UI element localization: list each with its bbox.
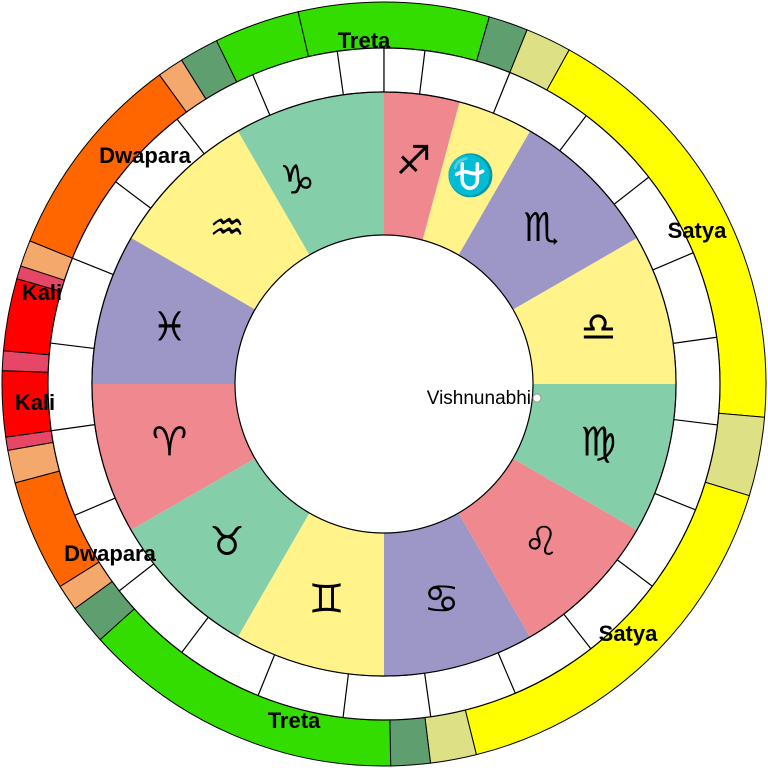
tick-divider <box>176 118 205 155</box>
tick-divider <box>74 497 116 516</box>
zodiac-segment <box>422 101 530 255</box>
zodiac-segment <box>513 384 676 530</box>
zodiac-sign: ⛎ <box>446 152 496 199</box>
center-label: Vishnunabhi <box>427 388 531 409</box>
zodiac-segment <box>92 384 255 530</box>
tick-divider <box>181 616 209 653</box>
tick-divider <box>616 559 653 587</box>
zodiac-segment <box>384 92 460 241</box>
tick-divider <box>342 673 350 718</box>
center-disc: Vishnunabhi <box>234 234 542 534</box>
tick-divider <box>50 342 95 350</box>
zodiac-sign: ♏ <box>523 205 559 251</box>
tick-divider <box>563 613 592 650</box>
yuga-label: Dwapara <box>99 143 191 168</box>
yuga-label: Dwapara <box>64 541 156 566</box>
tick-divider <box>424 673 432 717</box>
tick-divider <box>51 424 95 432</box>
zodiac-sign: ♈ <box>152 420 188 466</box>
zodiac-sign: ♋ <box>424 576 460 622</box>
zodiac-sign: ♉ <box>209 519 245 565</box>
tick-divider <box>72 257 114 276</box>
zodiac-segment <box>238 513 384 676</box>
tick-divider <box>418 50 426 95</box>
zodiac-sign: ♊ <box>309 576 345 622</box>
zodiac-sign: ♎ <box>580 305 616 351</box>
zodiac-segment <box>92 238 255 384</box>
zodiac-segment <box>513 238 676 384</box>
zodiac-segment <box>131 458 310 637</box>
zodiac-sign: ♍ <box>580 420 616 466</box>
yuga-segment <box>389 716 432 767</box>
ring-labels: TretaDwaparaKaliKaliDwaparaTretaSatyaSat… <box>15 28 727 733</box>
center-point <box>532 393 542 403</box>
tick-divider <box>559 115 587 152</box>
tick-divider <box>492 72 511 114</box>
yuga-label: Satya <box>599 621 658 646</box>
tick-divider <box>673 336 717 344</box>
zodiac-outline <box>91 91 677 677</box>
tick-divider <box>118 563 155 592</box>
tick-divider <box>654 492 696 511</box>
yuga-label: Kali <box>22 280 62 305</box>
zodiac-sign: ♒ <box>209 205 245 251</box>
tick-divider <box>257 654 276 696</box>
tick-divider <box>115 181 152 209</box>
tick-divider <box>673 418 718 426</box>
yuga-label: Treta <box>268 708 321 733</box>
tick-divider <box>252 74 271 116</box>
zodiac-segment <box>458 458 637 637</box>
tick-divider <box>497 652 516 694</box>
zodiac-segment <box>458 131 637 310</box>
zodiac-sign: ♐ <box>396 138 432 184</box>
zodiac-segment <box>131 131 310 310</box>
tick-divider <box>613 176 650 205</box>
zodiac-sign: ♓ <box>152 305 188 351</box>
tick-divider <box>652 252 694 271</box>
zodiac-ring: ♑ ♒ ♓ ♈ ♉ ♊ ♋ ♌ ♍ ♎ ♏ ⛎ ♐ <box>91 91 677 677</box>
center-circle <box>234 234 534 534</box>
zodiac-sign: ♑ <box>279 158 315 204</box>
zodiac-sign: ♌ <box>523 519 559 565</box>
yuga-label: Kali <box>15 390 55 415</box>
tick-divider <box>336 51 344 95</box>
yuga-label: Satya <box>668 218 727 243</box>
zodiac-segment <box>384 513 530 676</box>
yuga-label: Treta <box>338 28 391 53</box>
